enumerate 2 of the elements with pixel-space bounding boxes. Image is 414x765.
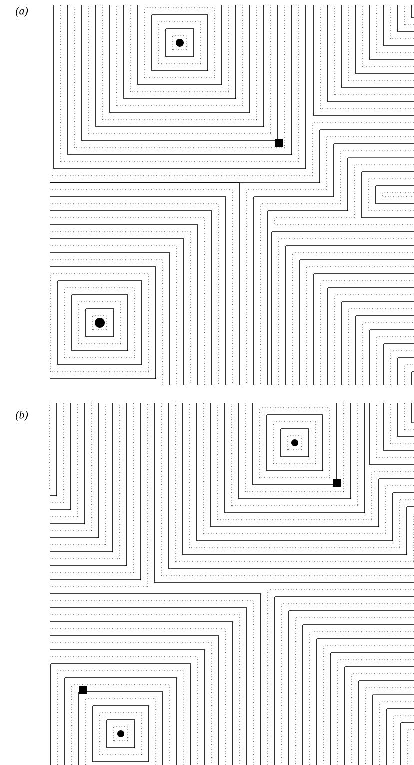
panel-label: (b) — [16, 411, 28, 421]
panel-label: (a) — [16, 7, 28, 17]
